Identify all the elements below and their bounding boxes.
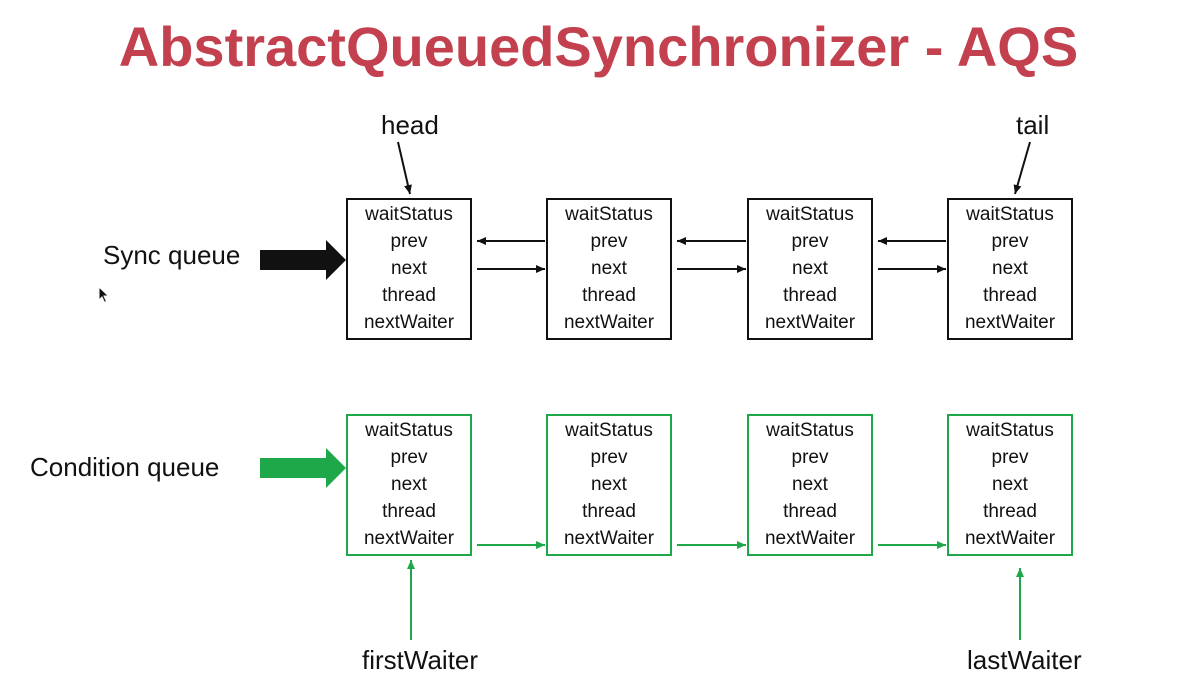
tail-arrow: [1013, 141, 1031, 195]
node-field-wait-status: waitStatus: [966, 204, 1054, 226]
node-field-wait-status: waitStatus: [766, 204, 854, 226]
node-field-prev: prev: [390, 231, 428, 253]
node-field-next: next: [992, 257, 1028, 279]
mouse-cursor-icon: [98, 286, 110, 304]
node-field-thread: thread: [783, 284, 837, 306]
node-field-next: next: [591, 257, 627, 279]
node-field-next: next: [992, 473, 1028, 495]
node-field-next: next: [391, 257, 427, 279]
node-field-next-waiter: nextWaiter: [764, 527, 856, 549]
head-label: head: [381, 110, 439, 140]
sync-node-3: waitStatus prev next thread nextWaiter: [747, 198, 873, 340]
first-waiter-label: firstWaiter: [362, 645, 479, 675]
head-arrow: [397, 141, 412, 195]
sync-node-4: waitStatus prev next thread nextWaiter: [947, 198, 1073, 340]
condition-queue-block-arrow: [260, 448, 346, 488]
node-field-next: next: [591, 473, 627, 495]
node-field-next-waiter: nextWaiter: [363, 311, 455, 333]
node-field-next-waiter: nextWaiter: [363, 527, 455, 549]
node-field-wait-status: waitStatus: [766, 420, 854, 442]
node-field-wait-status: waitStatus: [565, 204, 653, 226]
condition-queue-label: Condition queue: [30, 452, 220, 482]
node-field-next-waiter: nextWaiter: [964, 527, 1056, 549]
node-field-thread: thread: [783, 500, 837, 522]
last-waiter-label: lastWaiter: [967, 645, 1082, 675]
node-field-next-waiter: nextWaiter: [964, 311, 1056, 333]
sync-queue-block-arrow: [260, 240, 346, 280]
node-field-prev: prev: [590, 231, 628, 253]
node-field-wait-status: waitStatus: [365, 204, 453, 226]
node-field-wait-status: waitStatus: [565, 420, 653, 442]
node-field-prev: prev: [390, 447, 428, 469]
sync-node-2: waitStatus prev next thread nextWaiter: [546, 198, 672, 340]
node-field-thread: thread: [382, 500, 436, 522]
node-field-prev: prev: [791, 231, 829, 253]
node-field-next-waiter: nextWaiter: [563, 527, 655, 549]
condition-node-1: waitStatus prev next thread nextWaiter: [346, 414, 472, 556]
node-field-next: next: [391, 473, 427, 495]
node-field-thread: thread: [983, 500, 1037, 522]
condition-node-2: waitStatus prev next thread nextWaiter: [546, 414, 672, 556]
node-field-prev: prev: [991, 231, 1029, 253]
node-field-thread: thread: [382, 284, 436, 306]
node-field-thread: thread: [983, 284, 1037, 306]
node-field-thread: thread: [582, 500, 636, 522]
node-field-wait-status: waitStatus: [966, 420, 1054, 442]
node-field-next: next: [792, 257, 828, 279]
node-field-next: next: [792, 473, 828, 495]
node-field-prev: prev: [791, 447, 829, 469]
sync-queue-label: Sync queue: [103, 240, 241, 270]
sync-node-1: waitStatus prev next thread nextWaiter: [346, 198, 472, 340]
page-title: AbstractQueuedSynchronizer - AQS: [118, 15, 1079, 78]
node-field-thread: thread: [582, 284, 636, 306]
node-field-prev: prev: [991, 447, 1029, 469]
condition-node-3: waitStatus prev next thread nextWaiter: [747, 414, 873, 556]
node-field-next-waiter: nextWaiter: [764, 311, 856, 333]
node-field-prev: prev: [590, 447, 628, 469]
condition-node-4: waitStatus prev next thread nextWaiter: [947, 414, 1073, 556]
tail-label: tail: [1016, 110, 1050, 140]
node-field-next-waiter: nextWaiter: [563, 311, 655, 333]
node-field-wait-status: waitStatus: [365, 420, 453, 442]
